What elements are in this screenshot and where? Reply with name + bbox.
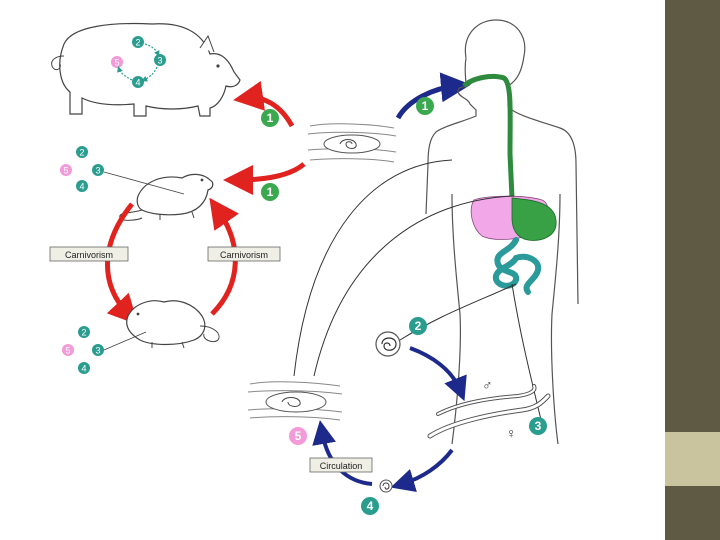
carnivorism-left-box xyxy=(49,246,129,262)
rat-top-icon xyxy=(119,173,214,221)
larva-stage-badge xyxy=(409,317,427,335)
rat-top-stage-5: 5 xyxy=(63,166,68,176)
muscle-stage-number: 5 xyxy=(295,429,302,443)
blue-arrow-larva-to-adults xyxy=(409,346,467,402)
male-symbol: ♂ xyxy=(482,377,493,393)
rat-bottom-icon xyxy=(126,300,220,349)
rat-top-stage-3: 3 xyxy=(95,166,100,176)
rat-arrow-badge xyxy=(261,183,279,201)
rat-bottom-cycle: 2 3 4 5 xyxy=(62,326,147,374)
newborn-larva-icon xyxy=(379,479,393,493)
pig-stage-3-label: 3 xyxy=(157,56,162,66)
muscle-cyst-top-icon xyxy=(307,123,397,163)
pig-stage-4-label: 4 xyxy=(135,78,140,88)
trichinella-life-cycle-diagram: 2 3 4 5 1 1 1 2 3 4 xyxy=(49,19,579,515)
blue-arrow-adults-to-newborn xyxy=(390,448,454,493)
rat-top-stage-2: 2 xyxy=(79,148,84,158)
intestine-icon xyxy=(492,237,542,295)
pig-arrow-number: 1 xyxy=(267,111,274,125)
adult-stage-badge xyxy=(529,417,547,435)
female-symbol: ♀ xyxy=(506,425,517,441)
rat-bottom-stage-2: 2 xyxy=(81,328,86,338)
esophagus-icon xyxy=(462,73,515,199)
rat-top-cycle: 2 3 4 5 xyxy=(60,146,185,195)
rat-bottom-stage-5: 5 xyxy=(65,346,70,356)
larva-stage-number: 2 xyxy=(415,319,422,333)
carnivorism-right-label: Carnivorism xyxy=(220,250,268,260)
circulation-box xyxy=(309,457,373,473)
carnivorism-right-box xyxy=(207,246,281,262)
pig-stage-5-label: 5 xyxy=(114,58,119,68)
newborn-stage-badge xyxy=(361,497,379,515)
slide-sidebar-accent xyxy=(665,432,720,486)
human-body-icon xyxy=(425,19,579,445)
muscle-cyst-bottom-icon xyxy=(247,381,343,421)
rat-bottom-stage-3: 3 xyxy=(95,346,100,356)
pig-arrow-badge xyxy=(261,109,279,127)
adult-stage-number: 3 xyxy=(535,419,542,433)
pig-icon xyxy=(51,22,241,117)
rat-arrow-number: 1 xyxy=(267,185,274,199)
stomach-icon xyxy=(511,197,557,241)
circulation-label: Circulation xyxy=(320,461,363,471)
adult-worms-icon xyxy=(427,384,551,439)
rat-top-stage-4: 4 xyxy=(79,182,84,192)
red-arrow-to-rat xyxy=(223,162,306,195)
pointer-lines xyxy=(293,159,543,425)
human-arrow-number: 1 xyxy=(422,99,429,113)
human-arrow-badge xyxy=(416,97,434,115)
carnivorism-left-label: Carnivorism xyxy=(65,250,113,260)
muscle-stage-badge xyxy=(289,427,307,445)
pig-internal-cycle: 2 3 4 5 xyxy=(111,36,166,88)
newborn-stage-number: 4 xyxy=(367,499,374,513)
larva-coil-icon xyxy=(375,331,401,357)
red-arc-right xyxy=(209,197,239,316)
pig-stage-2-label: 2 xyxy=(135,38,140,48)
red-arrow-to-pig xyxy=(233,81,295,128)
red-arc-left xyxy=(105,202,139,325)
blue-arrow-to-human xyxy=(395,72,471,120)
rat-bottom-stage-4: 4 xyxy=(81,364,86,374)
